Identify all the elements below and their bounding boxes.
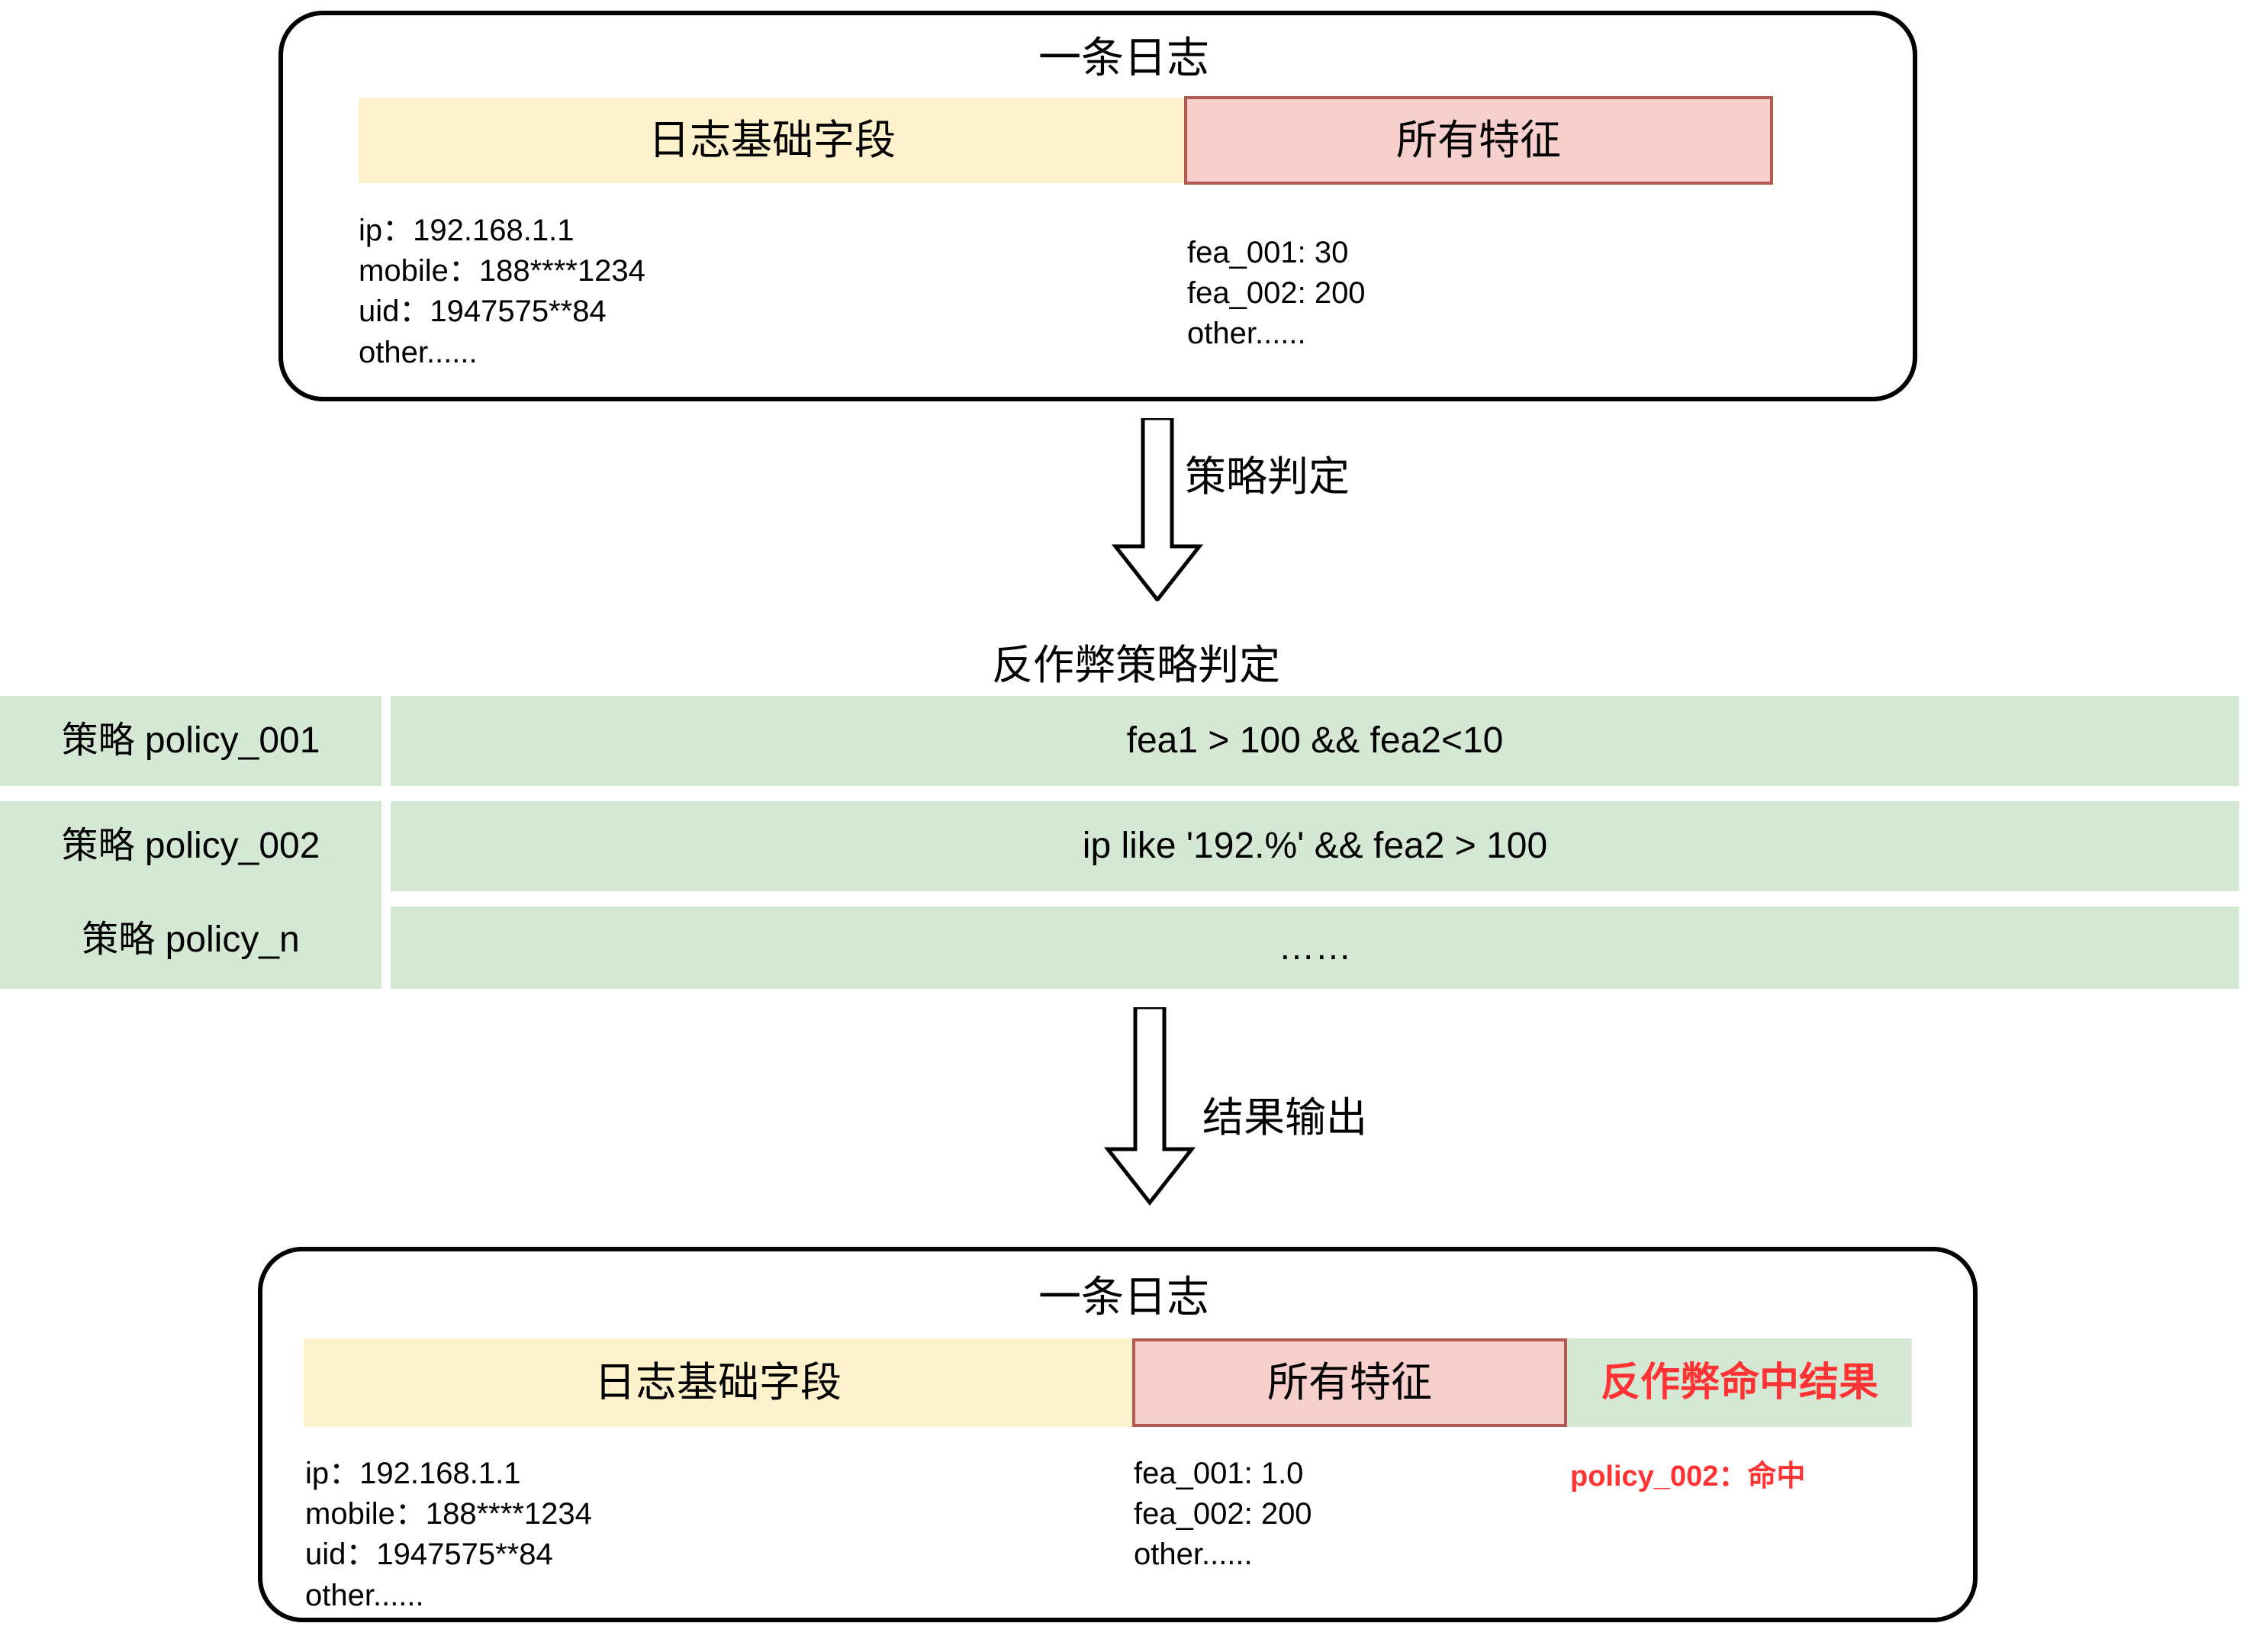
- arrow-policy-decision: [1111, 418, 1204, 601]
- bottom-log-hit-detail: policy_002：命中: [1570, 1460, 1806, 1493]
- top-log-title: 一条日志: [1038, 34, 1209, 82]
- policy-row-key-label: 策略 policy_002: [61, 826, 320, 866]
- bottom-segment-base-fields-label: 日志基础字段: [594, 1360, 842, 1406]
- top-segment-base-fields: 日志基础字段: [359, 98, 1186, 183]
- policy-row-value-label: ip like '192.%' && fea2 > 100: [1082, 826, 1548, 866]
- policy-row-key-label: 策略 policy_001: [61, 720, 320, 761]
- bottom-log-feature-detail: fea_001: 1.0 fea_002: 200 other......: [1134, 1457, 1312, 1572]
- bottom-segment-base-fields: 日志基础字段: [304, 1338, 1132, 1427]
- arrow-policy-decision-label: 策略判定: [1185, 454, 1350, 500]
- policy-row-value-label: ……: [1278, 927, 1352, 968]
- policy-row-value[interactable]: ……: [391, 907, 2239, 989]
- arrow-result-output-label: 结果输出: [1202, 1095, 1367, 1141]
- top-segment-base-fields-label: 日志基础字段: [649, 118, 896, 163]
- top-log-base-detail: ip：192.168.1.1 mobile：188****1234 uid：19…: [359, 214, 645, 369]
- top-log-card: [278, 11, 1917, 401]
- policy-table-heading: 反作弊策略判定: [992, 642, 1280, 688]
- policy-row-key[interactable]: 策略 policy_001: [0, 696, 381, 786]
- bottom-segment-hit-result-label: 反作弊命中结果: [1600, 1361, 1878, 1405]
- bottom-segment-hit-result: 反作弊命中结果: [1567, 1338, 1912, 1427]
- top-segment-all-features: 所有特征: [1184, 96, 1773, 185]
- top-segment-all-features-label: 所有特征: [1396, 118, 1561, 163]
- bottom-segment-all-features-label: 所有特征: [1267, 1360, 1432, 1406]
- bottom-segment-all-features: 所有特征: [1132, 1338, 1567, 1427]
- policy-row-value[interactable]: ip like '192.%' && fea2 > 100: [391, 801, 2239, 891]
- bottom-log-title: 一条日志: [1038, 1273, 1209, 1321]
- policy-row-key[interactable]: 策略 policy_n: [0, 891, 381, 989]
- top-log-feature-detail: fea_001: 30 fea_002: 200 other......: [1187, 236, 1366, 351]
- arrow-result-output: [1103, 1007, 1196, 1206]
- policy-row-key-label: 策略 policy_n: [82, 919, 300, 960]
- policy-row-key[interactable]: 策略 policy_002: [0, 801, 381, 891]
- bottom-log-card: [258, 1247, 1978, 1622]
- policy-row-value[interactable]: fea1 > 100 && fea2<10: [391, 696, 2239, 786]
- bottom-log-base-detail: ip：192.168.1.1 mobile：188****1234 uid：19…: [305, 1457, 592, 1612]
- policy-row-value-label: fea1 > 100 && fea2<10: [1126, 720, 1504, 761]
